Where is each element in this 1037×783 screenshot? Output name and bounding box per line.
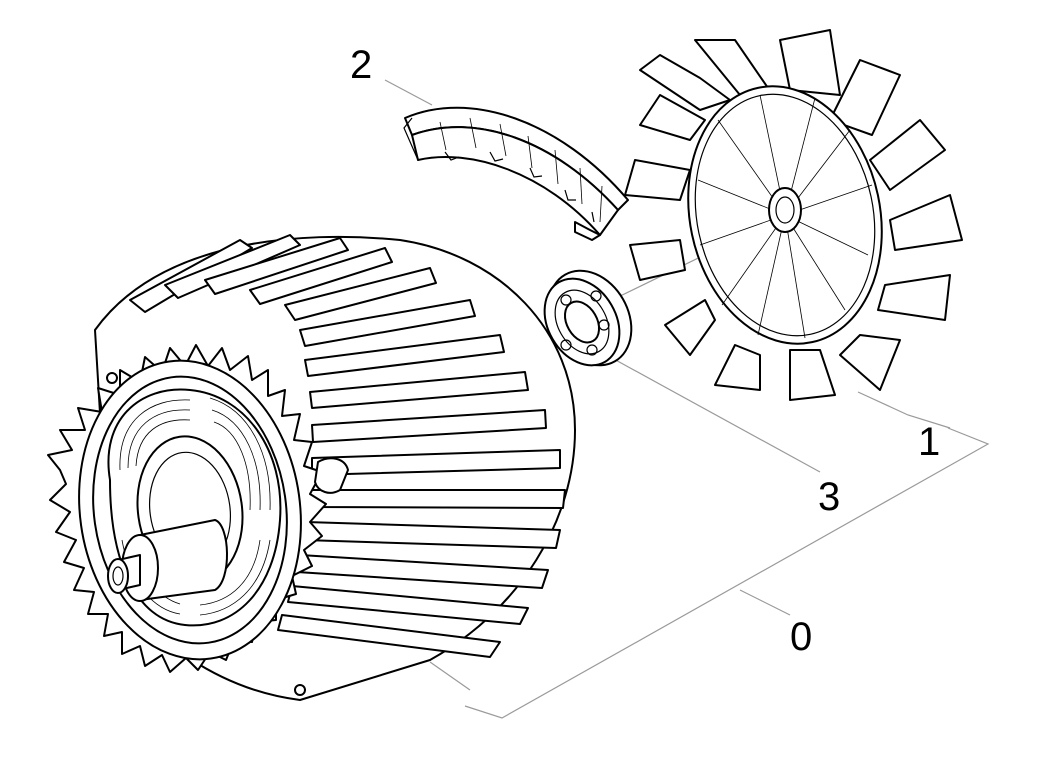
fan-blades bbox=[624, 29, 963, 401]
housing-fins bbox=[129, 234, 566, 658]
ball-bearing-icon bbox=[543, 269, 633, 367]
leader-lines bbox=[384, 79, 990, 719]
leader-0-rotor bbox=[429, 661, 471, 691]
callout-labels: 2 1 3 0 bbox=[350, 43, 940, 659]
fan-hub bbox=[768, 187, 802, 233]
mounting-hole bbox=[106, 372, 118, 384]
assembly-bracket bbox=[464, 427, 990, 719]
callout-label-3: 3 bbox=[818, 475, 840, 519]
callout-label-0: 0 bbox=[790, 615, 812, 659]
cooling-fan-icon bbox=[624, 29, 963, 401]
leader-3 bbox=[611, 357, 821, 473]
rotor-shaft bbox=[107, 519, 228, 602]
mounting-hole bbox=[294, 684, 306, 696]
leader-0 bbox=[739, 589, 791, 616]
carbon-brush-segment-icon bbox=[403, 106, 629, 241]
callout-label-2: 2 bbox=[350, 43, 372, 87]
motor-rotor-housing-icon bbox=[47, 234, 576, 701]
leader-2 bbox=[384, 79, 433, 106]
leader-1 bbox=[857, 391, 951, 429]
callout-label-1: 1 bbox=[918, 420, 940, 464]
